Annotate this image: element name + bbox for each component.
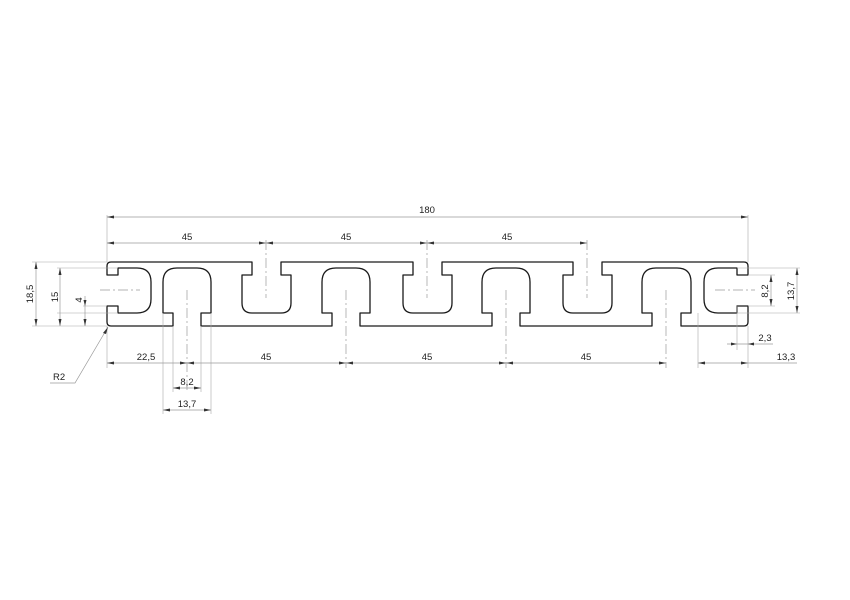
dim-overall-width: 180 bbox=[419, 205, 435, 216]
dim-corner-radius: R2 bbox=[53, 372, 65, 383]
dim-height-total: 18,5 bbox=[25, 285, 36, 304]
dim-inner-height: 15 bbox=[50, 292, 61, 303]
dimension-180: 180 bbox=[107, 205, 748, 219]
dim-bottom-pitch-3: 45 bbox=[581, 352, 592, 363]
center-lines bbox=[100, 240, 755, 392]
dim-bottom-pitch-1: 45 bbox=[261, 352, 272, 363]
dim-end-offset: 13,3 bbox=[777, 352, 796, 363]
extension-lines bbox=[32, 215, 800, 414]
dimension-radius: R2 bbox=[50, 326, 109, 384]
dimension-right-end: 8,2 13,7 2,3 13,3 bbox=[698, 268, 799, 365]
dimension-bottom-pitch: 22,5 45 45 45 bbox=[107, 352, 666, 365]
dim-slot-offset: 4 bbox=[74, 297, 85, 302]
dim-end-wall: 2,3 bbox=[758, 333, 771, 344]
dim-end-slot-height: 13,7 bbox=[786, 282, 797, 301]
dim-slot-chamber-width: 13,7 bbox=[178, 399, 197, 410]
dim-end-slot-width: 8,2 bbox=[760, 284, 771, 297]
dim-bottom-pitch-2: 45 bbox=[422, 352, 433, 363]
dim-top-pitch-1: 45 bbox=[182, 232, 193, 243]
dim-slot-width: 8,2 bbox=[180, 377, 193, 388]
dimension-top-pitch: 45 45 45 bbox=[107, 232, 587, 245]
profile-outline bbox=[106, 261, 749, 327]
dim-bottom-offset: 22,5 bbox=[137, 352, 156, 363]
dimension-slot-widths: 8,2 13,7 bbox=[163, 377, 211, 412]
dim-top-pitch-2: 45 bbox=[341, 232, 352, 243]
dimension-left-heights: 18,5 15 4 bbox=[25, 262, 87, 326]
dim-top-pitch-3: 45 bbox=[502, 232, 513, 243]
